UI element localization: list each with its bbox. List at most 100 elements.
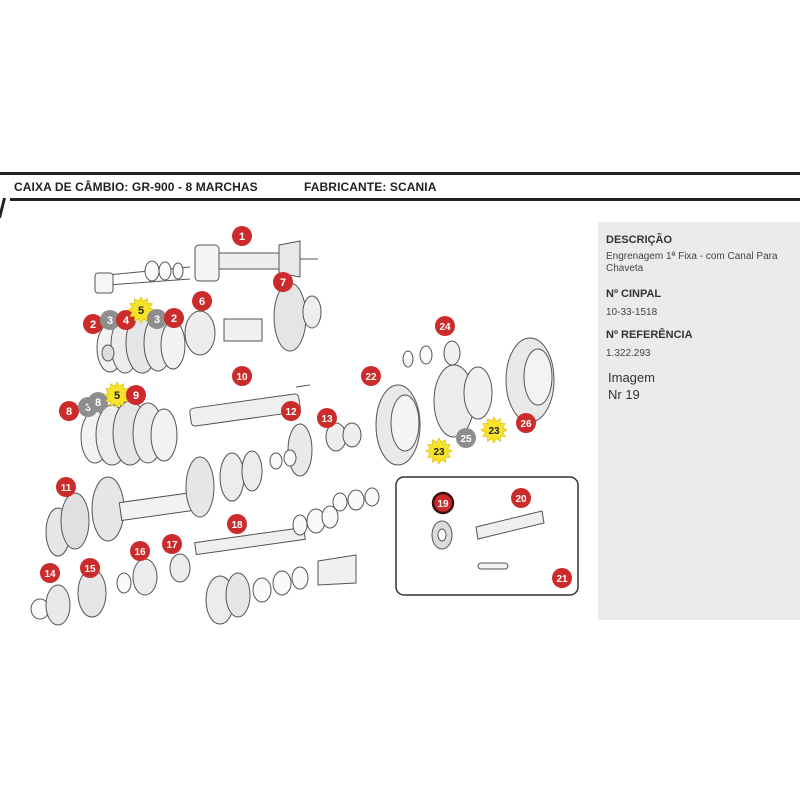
callout-3[interactable]: 3 <box>147 309 167 329</box>
callout-23[interactable]: 23 <box>480 416 508 444</box>
callout-marker <box>232 366 252 386</box>
callout-8[interactable]: 8 <box>59 401 79 421</box>
callout-marker <box>100 310 120 330</box>
image-label: Imagem <box>608 370 655 385</box>
callout-marker <box>162 534 182 554</box>
callout-label: 16 <box>134 547 146 558</box>
callout-2[interactable]: 2 <box>83 314 103 334</box>
header-bottom-rule <box>10 198 800 201</box>
description-label: DESCRIÇÃO <box>606 234 673 246</box>
callout-label: 18 <box>231 520 243 531</box>
callout-9[interactable]: 9 <box>126 385 146 405</box>
callout-label: 3 <box>154 314 160 326</box>
callout-marker <box>88 392 108 412</box>
callout-6[interactable]: 6 <box>192 291 212 311</box>
callout-marker <box>80 558 100 578</box>
callout-label: 24 <box>439 322 451 333</box>
callout-21[interactable]: 21 <box>552 568 572 588</box>
callout-label: 8 <box>66 406 72 418</box>
callout-marker <box>164 308 184 328</box>
callout-label: 20 <box>515 494 527 505</box>
callout-label: 23 <box>488 426 500 437</box>
callout-label: 19 <box>437 499 449 510</box>
callout-label: 9 <box>133 390 139 402</box>
callout-marker <box>552 568 572 588</box>
callout-marker <box>317 408 337 428</box>
cinpal-value: 10-33-1518 <box>606 307 658 318</box>
callout-5[interactable]: 5 <box>103 381 131 409</box>
callout-1[interactable]: 1 <box>232 226 252 246</box>
callout-marker <box>192 291 212 311</box>
callout-label: 25 <box>460 434 472 445</box>
callout-label: 6 <box>199 296 205 308</box>
part-19-gear[interactable] <box>431 520 453 550</box>
callout-label: 10 <box>236 372 248 383</box>
callout-label: 21 <box>556 574 568 585</box>
part-20-shaft[interactable] <box>475 510 545 570</box>
part-gears-14-17[interactable] <box>30 553 191 626</box>
callout-11[interactable]: 11 <box>56 477 76 497</box>
callout-marker <box>511 488 531 508</box>
part-output-shaft[interactable] <box>194 505 339 556</box>
part-main-shaft[interactable] <box>189 384 311 427</box>
callout-18[interactable]: 18 <box>227 514 247 534</box>
callout-marker <box>435 316 455 336</box>
manufacturer-title: FABRICANTE: SCANIA <box>304 180 437 194</box>
callout-marker <box>273 272 293 292</box>
callout-label: 13 <box>321 414 333 425</box>
header-top-rule <box>0 172 800 175</box>
callout-marker <box>40 563 60 583</box>
callout-marker <box>361 366 381 386</box>
part-planetary-group[interactable] <box>375 337 555 466</box>
callout-16[interactable]: 16 <box>130 541 150 561</box>
gearbox-title: CAIXA DE CÂMBIO: GR-900 - 8 MARCHAS <box>14 180 258 194</box>
part-synchro-group-upper[interactable] <box>96 312 186 374</box>
callout-17[interactable]: 17 <box>162 534 182 554</box>
callout-22[interactable]: 22 <box>361 366 381 386</box>
callout-label: 23 <box>433 447 445 458</box>
callout-marker <box>103 381 131 409</box>
callout-marker <box>126 385 146 405</box>
part-synchro-group-lower[interactable] <box>80 400 178 466</box>
callout-label: 15 <box>84 564 96 575</box>
callout-25[interactable]: 25 <box>456 428 476 448</box>
part-detail-panel: DESCRIÇÃO Engrenagem 1ª Fixa - com Canal… <box>598 222 800 620</box>
callout-15[interactable]: 15 <box>80 558 100 578</box>
callout-5[interactable]: 5 <box>127 296 155 324</box>
callout-12[interactable]: 12 <box>281 401 301 421</box>
callout-20[interactable]: 20 <box>511 488 531 508</box>
callout-23[interactable]: 23 <box>425 437 453 465</box>
cinpal-label: Nº CINPAL <box>606 288 662 300</box>
callout-label: 8 <box>95 397 101 409</box>
callout-14[interactable]: 14 <box>40 563 60 583</box>
callout-label: 1 <box>239 231 245 243</box>
description-value: Engrenagem 1ª Fixa - com Canal Para Chav… <box>606 251 778 274</box>
callout-19-selected[interactable]: 19 <box>431 491 455 515</box>
callout-marker <box>59 401 79 421</box>
callout-marker <box>147 309 167 329</box>
callout-26[interactable]: 26 <box>516 413 536 433</box>
part-gear-6-7[interactable] <box>184 282 322 356</box>
callout-3[interactable]: 3 <box>100 310 120 330</box>
part-input-shaft[interactable] <box>94 240 318 294</box>
reference-label: Nº REFERÊNCIA <box>606 329 693 341</box>
callout-label: 26 <box>520 419 532 430</box>
callout-8[interactable]: 8 <box>88 392 108 412</box>
callout-10[interactable]: 10 <box>232 366 252 386</box>
callout-24[interactable]: 24 <box>435 316 455 336</box>
callout-marker <box>232 226 252 246</box>
callout-label: 3 <box>85 402 91 414</box>
callout-marker <box>516 413 536 433</box>
callout-2[interactable]: 2 <box>164 308 184 328</box>
callout-label: 3 <box>107 315 113 327</box>
callout-7[interactable]: 7 <box>273 272 293 292</box>
reference-value: 1.322.293 <box>606 348 651 359</box>
callout-13[interactable]: 13 <box>317 408 337 428</box>
exploded-gearbox-diagram: 1234532678385910121311141516171819202122… <box>30 226 579 626</box>
callout-label: 2 <box>171 313 177 325</box>
part-countershaft[interactable] <box>45 450 263 557</box>
callout-marker <box>431 491 455 515</box>
part-gear-12-13[interactable] <box>287 422 362 477</box>
image-number: Nr 19 <box>608 387 640 402</box>
callout-marker <box>281 401 301 421</box>
